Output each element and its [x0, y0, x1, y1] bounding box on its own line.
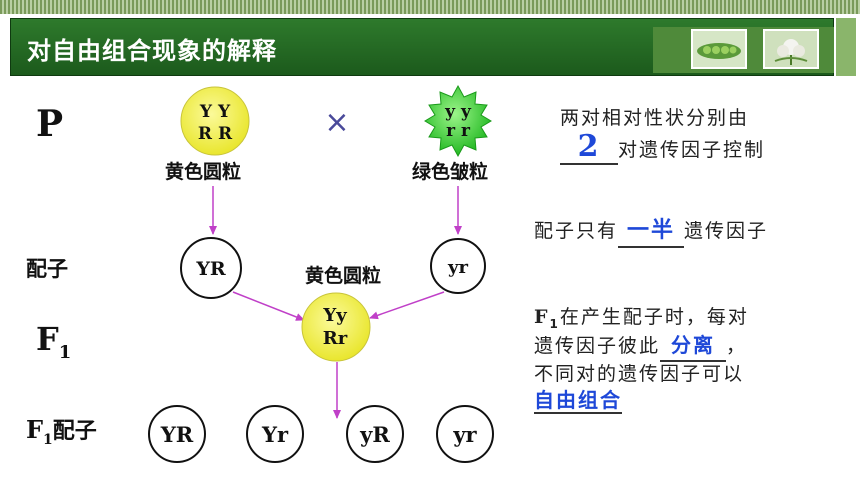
parent-green-genotype-1: y y — [444, 102, 472, 122]
parent-yellow-round-pea — [180, 86, 250, 156]
parent-green-genotype-2: r r — [446, 121, 471, 141]
label-gamete: 配子 — [26, 257, 68, 281]
note-gamete-head: 配子只有 — [534, 220, 619, 242]
title-bar-end — [834, 18, 856, 76]
f1-genotype-2: Rr — [323, 328, 348, 349]
gamete-yr-lower-label: yr — [447, 257, 468, 278]
note-traits: 两对相对性状分别由 2 对遗传因子控制 — [560, 106, 830, 166]
answer-separate: 分离 — [671, 332, 716, 357]
top-stripe — [0, 0, 860, 14]
arrow-gamete-right-to-f1 — [369, 291, 445, 320]
parent-green-wrinkled-pea — [424, 84, 492, 158]
note-f1-line1: F1在产生配子时，每对 — [534, 305, 854, 332]
label-f1-gamete: F1配子 — [26, 415, 97, 448]
f1-gamete-4-label: yr — [452, 422, 477, 447]
title-bar: 对自由组合现象的解释 — [10, 18, 837, 76]
note-traits-line1: 两对相对性状分别由 — [560, 107, 750, 129]
note-traits-tail: 对遗传因子控制 — [618, 138, 766, 161]
answer-half: 一半 — [627, 218, 676, 243]
f1-gamete-4 — [436, 405, 494, 463]
f1-gamete-2-label: Yr — [261, 422, 289, 447]
note-f1-line4: 自由组合 — [534, 387, 854, 415]
parent-green-caption: 绿色皱粒 — [412, 160, 488, 183]
label-f1g-suffix: 配子 — [53, 419, 97, 444]
label-f1g-sub: 1 — [43, 432, 53, 448]
parent-yellow-caption: 黄色圆粒 — [165, 160, 241, 183]
note-traits-line2: 2 对遗传因子控制 — [560, 128, 830, 166]
note-f1-line2: 遗传因子彼此分离 ， — [534, 332, 854, 362]
label-f1: F1 — [36, 320, 71, 363]
f1-gamete-1-label: YR — [160, 422, 194, 447]
f1-gamete-2 — [246, 405, 304, 463]
arrow-gamete-left-to-f1 — [232, 291, 305, 321]
note-gamete-tail: 遗传因子 — [684, 220, 769, 242]
cross-sign: × — [324, 105, 349, 140]
pea-pod-image — [691, 29, 747, 69]
label-f1-main: F — [36, 320, 59, 358]
answer-blank-separate: 分离 — [660, 332, 727, 362]
note-f1: F1在产生配子时，每对 遗传因子彼此分离 ， 不同对的遗传因子可以 自由组合 — [534, 305, 854, 415]
label-p: P — [36, 103, 63, 145]
f1-caption: 黄色圆粒 — [305, 264, 381, 287]
answer-blank-2: 2 — [560, 128, 618, 166]
note-f1-comma: ， — [726, 334, 748, 357]
gamete-yr-upper-label: YR — [195, 258, 226, 280]
parent-yellow-genotype-1: Y Y — [199, 102, 231, 122]
pea-flower-image — [763, 29, 819, 69]
note-f1-sub: 1 — [549, 316, 560, 331]
f1-yellow-round-pea — [301, 292, 371, 362]
answer-two: 2 — [577, 128, 601, 164]
gamete-yr-upper — [180, 237, 242, 299]
f1-genotype-1: Yy — [322, 305, 347, 326]
page-title: 对自由组合现象的解释 — [27, 37, 277, 65]
f1-gamete-3-label: yR — [359, 422, 390, 447]
parent-yellow-genotype-2: R R — [198, 124, 233, 144]
label-f1-sub: 1 — [59, 342, 72, 363]
label-f1g-main: F — [26, 415, 43, 444]
note-f1-line1-text: 在产生配子时，每对 — [559, 306, 749, 328]
note-f1-line3: 不同对的遗传因子可以 — [534, 362, 745, 385]
f1-gamete-1 — [148, 405, 206, 463]
note-gamete: 配子只有一半遗传因子 — [534, 216, 844, 248]
answer-free-combination: 自由组合 — [534, 388, 622, 415]
note-f1-line2-text: 遗传因子彼此 — [534, 334, 661, 357]
answer-blank-half: 一半 — [618, 216, 685, 248]
gamete-yr-lower — [430, 238, 486, 294]
note-f1-f: F — [534, 306, 550, 328]
f1-gamete-3 — [346, 405, 404, 463]
